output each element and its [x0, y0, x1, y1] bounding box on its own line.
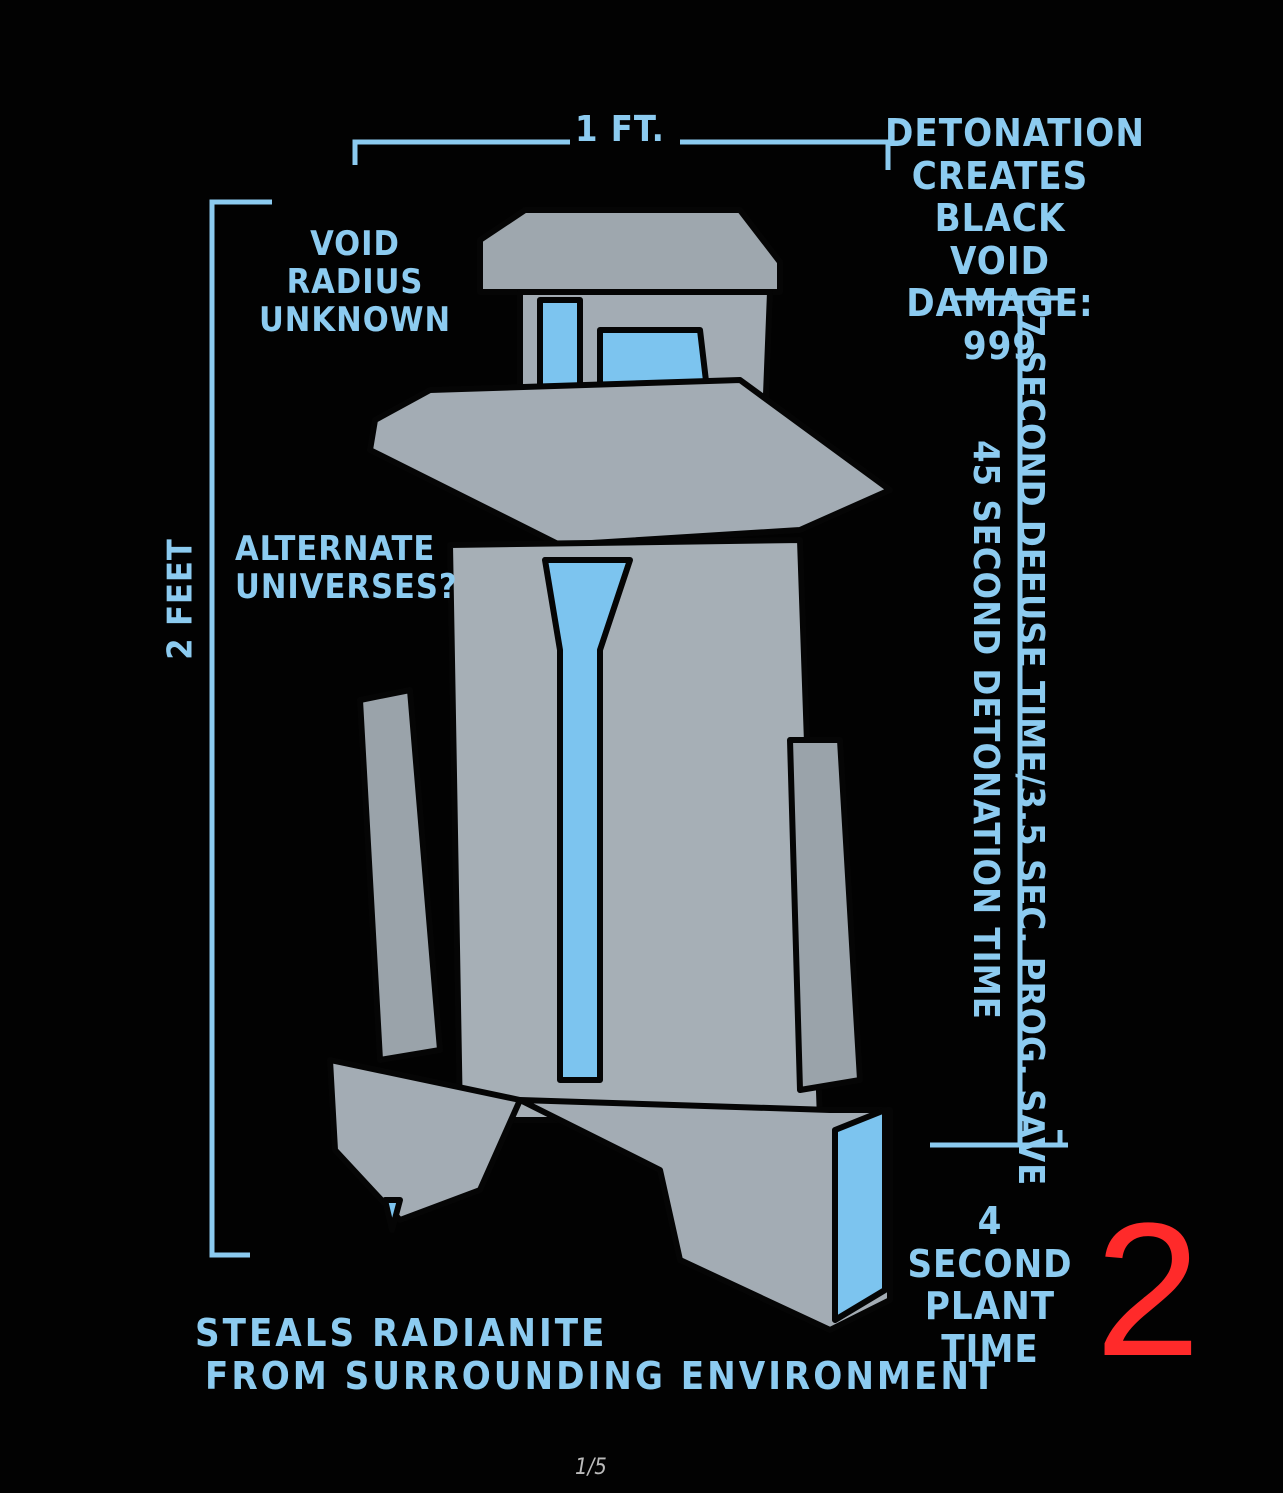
page-number: 2: [1095, 1184, 1201, 1396]
height-label: 2 FEET: [160, 538, 201, 660]
plant-time-note: 4 SECOND PLANT TIME: [895, 1200, 1085, 1370]
alternate-universes-note: ALTERNATE UNIVERSES?: [235, 529, 458, 608]
defuse-time-note: 7 SECOND DEFUSE TIME/3.5 SEC. PROG. SAVE: [1010, 315, 1051, 1187]
void-radius-line: VOID RADIUS: [286, 224, 424, 303]
time-bracket: [930, 295, 1068, 1148]
spike-body: [327, 207, 893, 1333]
height-bracket: [209, 199, 272, 1258]
void-radius-note: VOID RADIUS UNKNOWN: [240, 225, 470, 339]
steals-radianite-note: STEALS RADIANITE FROM SURROUNDING ENVIRO…: [195, 1312, 998, 1397]
steals-line: FROM SURROUNDING ENVIRONMENT: [205, 1353, 999, 1398]
detonation-time-note: 45 SECOND DETONATION TIME: [965, 440, 1006, 1020]
plant-line: 4 SECOND: [907, 1199, 1073, 1286]
width-bracket: [352, 139, 891, 170]
edition-mark: 1/5: [575, 1455, 607, 1480]
detonation-line: DETONATION: [885, 111, 1145, 155]
detonation-note: DETONATION CREATES BLACK VOID DAMAGE: 99…: [885, 111, 1145, 368]
steals-line: STEALS RADIANITE: [195, 1311, 608, 1355]
alternate-line: UNIVERSES?: [235, 567, 458, 608]
dimension-lines: [209, 139, 1068, 1258]
detonation-line: BLACK VOID: [934, 196, 1066, 283]
void-radius-line: UNKNOWN: [258, 300, 452, 341]
detonation-line: CREATES: [911, 153, 1089, 198]
alternate-line: ALTERNATE: [235, 529, 436, 569]
plant-line: PLANT: [924, 1284, 1056, 1329]
width-label: 1 FT.: [575, 109, 665, 150]
plant-line: TIME: [941, 1326, 1039, 1371]
detonation-line: DAMAGE: 999: [906, 281, 1094, 368]
